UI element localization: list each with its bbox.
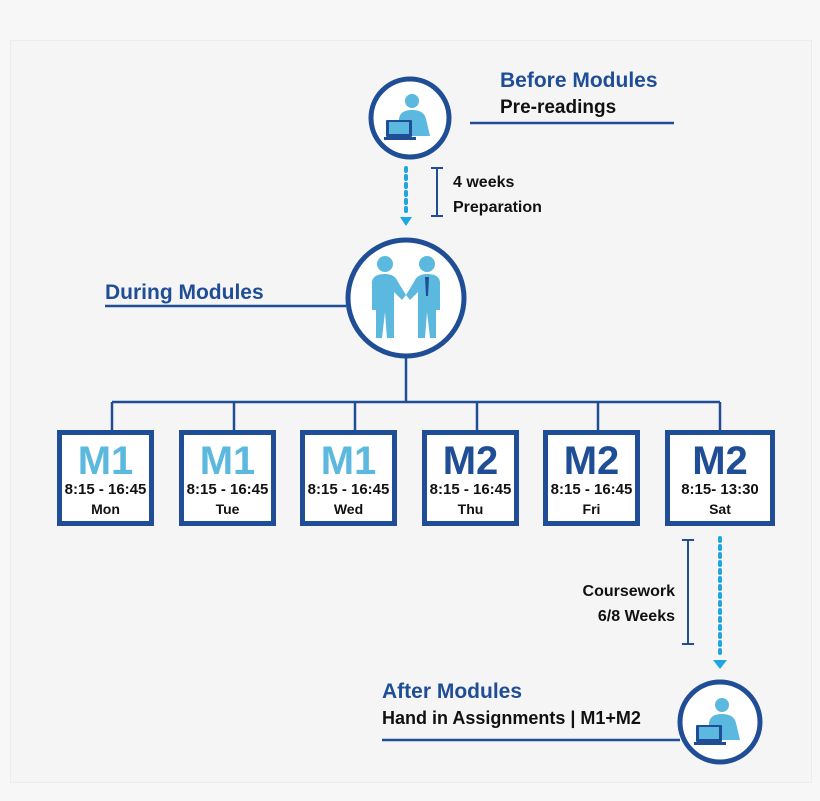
- person-at-laptop-icon: [694, 698, 740, 745]
- module-time: 8:15- 13:30: [681, 481, 759, 498]
- module-box-wed: M1 8:15 - 16:45 Wed: [300, 430, 397, 526]
- after-title: After Modules: [382, 680, 523, 703]
- module-time: 8:15 - 16:45: [307, 481, 390, 498]
- handshake-icon: [372, 256, 440, 338]
- module-code: M2: [692, 439, 748, 483]
- diagram-panel: [10, 40, 812, 783]
- module-code: M1: [320, 439, 377, 483]
- after-subtitle: Hand in Assignments | M1+M2: [382, 708, 641, 728]
- module-day: Tue: [215, 501, 240, 517]
- module-box-tue: M1 8:15 - 16:45 Tue: [179, 430, 276, 526]
- module-time: 8:15 - 16:45: [186, 481, 269, 498]
- coursework-line2: 6/8 Weeks: [597, 608, 675, 625]
- module-day: Thu: [457, 501, 484, 517]
- module-day: Fri: [582, 501, 601, 517]
- module-time: 8:15 - 16:45: [550, 481, 633, 498]
- module-code: M1: [199, 439, 256, 483]
- coursework-note: Coursework 6/8 Weeks: [560, 579, 675, 629]
- coursework-arrow-head: [713, 660, 727, 669]
- before-title: Before Modules: [500, 69, 658, 92]
- prep-line1: 4 weeks: [453, 174, 515, 191]
- coursework-line1: Coursework: [582, 583, 675, 600]
- module-day: Wed: [333, 501, 364, 517]
- module-box-fri: M2 8:15 - 16:45 Fri: [543, 430, 640, 526]
- during-title: During Modules: [105, 281, 264, 304]
- module-box-thu: M2 8:15 - 16:45 Thu: [422, 430, 519, 526]
- prep-line2: Preparation: [453, 199, 542, 216]
- before-subtitle: Pre-readings: [500, 97, 617, 118]
- during-circle: [345, 237, 467, 359]
- module-code: M2: [563, 439, 620, 483]
- module-day: Mon: [91, 501, 120, 517]
- person-at-laptop-icon: [384, 94, 430, 140]
- module-code: M2: [442, 439, 499, 483]
- module-day: Sat: [709, 501, 731, 517]
- module-time: 8:15 - 16:45: [64, 481, 147, 498]
- module-code: M1: [77, 439, 134, 483]
- module-box-mon: M1 8:15 - 16:45 Mon: [57, 430, 154, 526]
- prep-note: 4 weeks Preparation: [453, 170, 542, 220]
- prep-arrow-head: [400, 217, 412, 226]
- module-time: 8:15 - 16:45: [429, 481, 512, 498]
- module-box-sat: M2 8:15- 13:30 Sat: [665, 430, 775, 526]
